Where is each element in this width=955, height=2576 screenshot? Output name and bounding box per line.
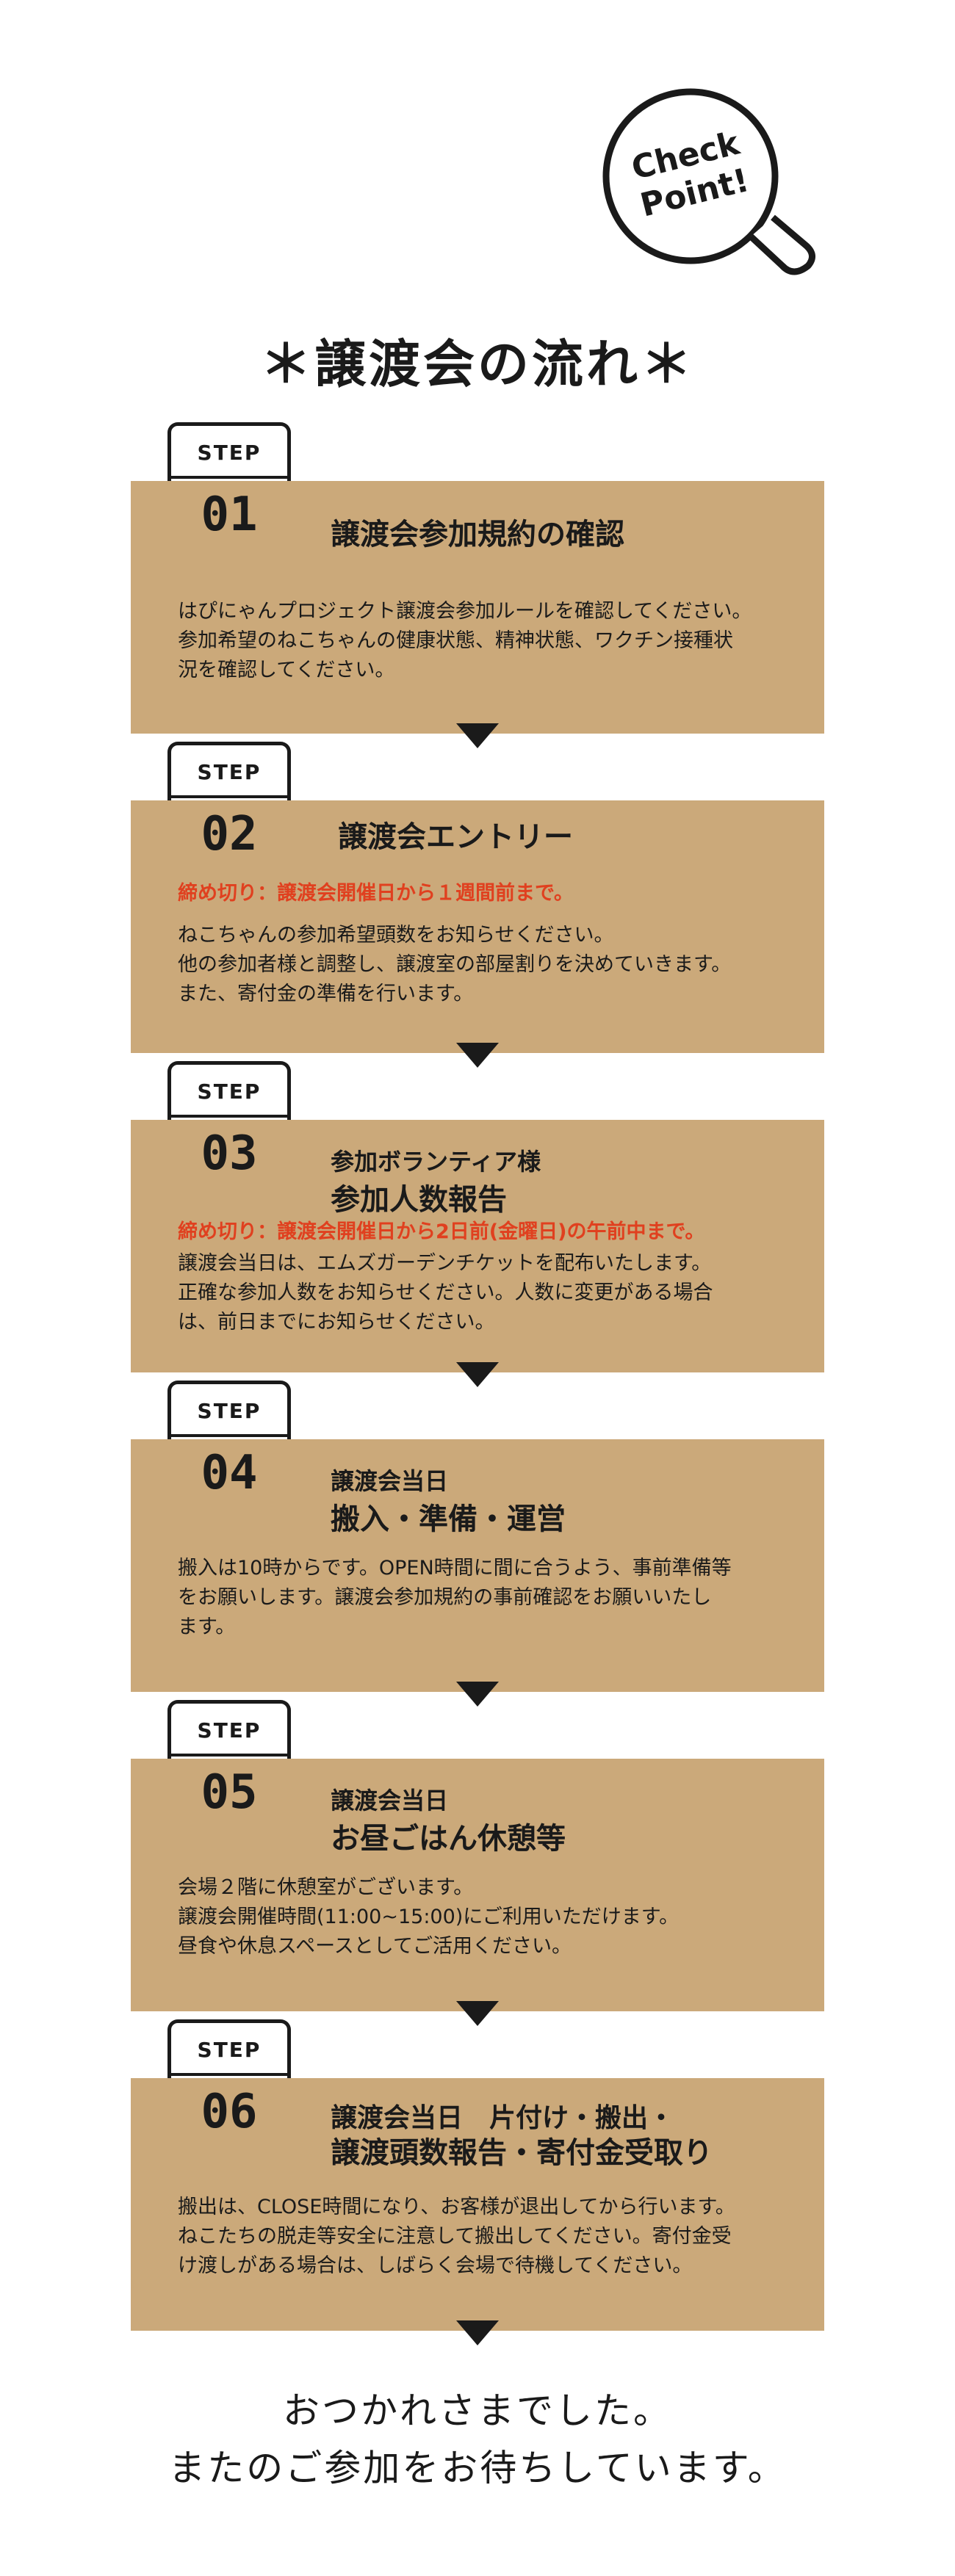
step-heading: 譲渡会当日 お昼ごはん休憩等 [331, 1782, 815, 1857]
body-line: ねこたちの脱走等安全に注意して搬出してください。寄付金受 [178, 2224, 732, 2248]
body-line: ます。 [178, 1615, 236, 1638]
step-subtitle: 参加ボランティア様 [331, 1148, 541, 1176]
body-line: 況を確認してください。 [178, 658, 395, 681]
body-line: 譲渡会当日は、エムズガーデンチケットを配布いたします。 [178, 1252, 712, 1275]
step-heading: 譲渡会当日 片付け・搬出・ 譲渡頭数報告・寄付金受取り [331, 2102, 815, 2171]
step-tab: STEP 04 [167, 1381, 291, 1519]
step-heading: 参加ボランティア様 参加人数報告 [331, 1143, 815, 1218]
step-title: 譲渡会エントリー [338, 820, 573, 854]
step-04: STEP 04 譲渡会当日 搬入・準備・運営 搬入は10時からです。OPEN時間… [131, 1381, 824, 1692]
step-number: 02 [201, 807, 258, 861]
step-title-line2: 譲渡頭数報告・寄付金受取り [331, 2136, 713, 2170]
step-number: 01 [201, 488, 258, 542]
step-number: 05 [201, 1765, 258, 1820]
step-label: STEP [197, 1079, 262, 1104]
down-arrow-icon [456, 1362, 499, 1387]
step-title: 譲渡会当日 片付け・搬出・ [331, 2103, 675, 2133]
deadline-notice: 締め切り：譲渡会開催日から2日前(金曜日)の午前中まで。 [178, 1220, 705, 1243]
step-title: 参加人数報告 [331, 1183, 507, 1217]
deadline-notice: 締め切り：譲渡会開催日から１週間前まで。 [178, 882, 574, 905]
step-subtitle: 譲渡会当日 [331, 1787, 449, 1815]
body-line: また、寄付金の準備を行います。 [178, 982, 474, 1005]
body-line: 正確な参加人数をお知らせください。人数に変更がある場合 [178, 1281, 713, 1304]
down-arrow-icon [456, 1043, 499, 1068]
down-arrow-icon [456, 723, 499, 748]
step-body: はぴにゃんプロジェクト譲渡会参加ルールを確認してください。 参加希望のねこちゃん… [178, 597, 788, 685]
body-line: 会場２階に休憩室がございます。 [178, 1876, 474, 1899]
step-tab: STEP 03 [167, 1061, 291, 1199]
body-line: 搬入は10時からです。OPEN時間に間に合うよう、事前準備等 [178, 1557, 732, 1580]
step-tab: STEP 06 [167, 2019, 291, 2157]
step-body: ねこちゃんの参加希望頭数をお知らせください。 他の参加者様と調整し、譲渡室の部屋… [178, 921, 788, 1009]
step-heading: 譲渡会当日 搬入・準備・運営 [331, 1463, 815, 1538]
step-02: STEP 02 譲渡会エントリー 締め切り：譲渡会開催日から１週間前まで。 ねこ… [131, 742, 824, 1053]
body-line: 参加希望のねこちゃんの健康状態、精神状態、ワクチン接種状 [178, 629, 733, 652]
step-title: 譲渡会参加規約の確認 [331, 518, 624, 551]
body-line: は、前日までにお知らせください。 [178, 1310, 495, 1334]
closing-message: おつかれさまでした。 またのご参加をお待ちしています。 [0, 2383, 955, 2497]
step-05: STEP 05 譲渡会当日 お昼ごはん休憩等 会場２階に休憩室がございます。 譲… [131, 1700, 824, 2011]
step-heading: 譲渡会参加規約の確認 [331, 516, 815, 553]
step-body: 譲渡会当日は、エムズガーデンチケットを配布いたします。 正確な参加人数をお知らせ… [178, 1249, 788, 1337]
step-label: STEP [197, 760, 262, 784]
down-arrow-icon [456, 2320, 499, 2345]
step-number: 03 [201, 1126, 258, 1181]
step-03: STEP 03 参加ボランティア様 参加人数報告 締め切り：譲渡会開催日から2日… [131, 1061, 824, 1372]
down-arrow-icon [456, 2001, 499, 2026]
step-title: お昼ごはん休憩等 [331, 1822, 566, 1856]
body-line: 搬出は、CLOSE時間になり、お客様が退出してから行います。 [178, 2196, 735, 2218]
step-label: STEP [197, 1399, 262, 1423]
step-title: 搬入・準備・運営 [331, 1502, 566, 1536]
step-tab: STEP 05 [167, 1700, 291, 1838]
body-line: け渡しがある場合は、しばらく会場で待機してください。 [178, 2254, 693, 2277]
step-tab: STEP 01 [167, 422, 291, 560]
step-label: STEP [197, 1718, 262, 1743]
step-label: STEP [197, 441, 262, 465]
step-body: 搬出は、CLOSE時間になり、お客様が退出してから行います。 ねこたちの脱走等安… [178, 2193, 788, 2281]
body-line: 譲渡会開催時間(11:00~15:00)にご利用いただけます。 [178, 1905, 680, 1928]
down-arrow-icon [456, 1682, 499, 1707]
body-line: 他の参加者様と調整し、譲渡室の部屋割りを決めていきます。 [178, 952, 732, 976]
closing-line1: おつかれさまでした。 [283, 2389, 672, 2432]
step-label: STEP [197, 2038, 262, 2062]
step-tab: STEP 02 [167, 742, 291, 880]
step-number: 06 [201, 2085, 258, 2139]
check-point-magnifier-icon: Check Point! [602, 88, 815, 275]
step-06: STEP 06 譲渡会当日 片付け・搬出・ 譲渡頭数報告・寄付金受取り 搬出は、… [131, 2019, 824, 2331]
body-line: はぴにゃんプロジェクト譲渡会参加ルールを確認してください。 [178, 600, 752, 623]
body-line: 昼食や休息スペースとしてご活用ください。 [178, 1934, 572, 1958]
step-body: 会場２階に休憩室がございます。 譲渡会開催時間(11:00~15:00)にご利用… [178, 1873, 788, 1961]
step-01: STEP 01 譲渡会参加規約の確認 はぴにゃんプロジェクト譲渡会参加ルールを確… [131, 422, 824, 734]
body-line: をお願いします。譲渡会参加規約の事前確認をお願いいたし [178, 1585, 712, 1609]
step-body: 搬入は10時からです。OPEN時間に間に合うよう、事前準備等 をお願いします。譲… [178, 1554, 788, 1642]
step-heading: 譲渡会エントリー [338, 819, 823, 855]
step-subtitle: 譲渡会当日 [331, 1467, 449, 1495]
closing-line2: またのご参加をお待ちしています。 [168, 2446, 787, 2489]
body-line: ねこちゃんの参加希望頭数をお知らせください。 [178, 924, 614, 947]
step-number: 04 [201, 1446, 258, 1500]
page-title: ＊譲渡会の流れ＊ [260, 334, 695, 394]
